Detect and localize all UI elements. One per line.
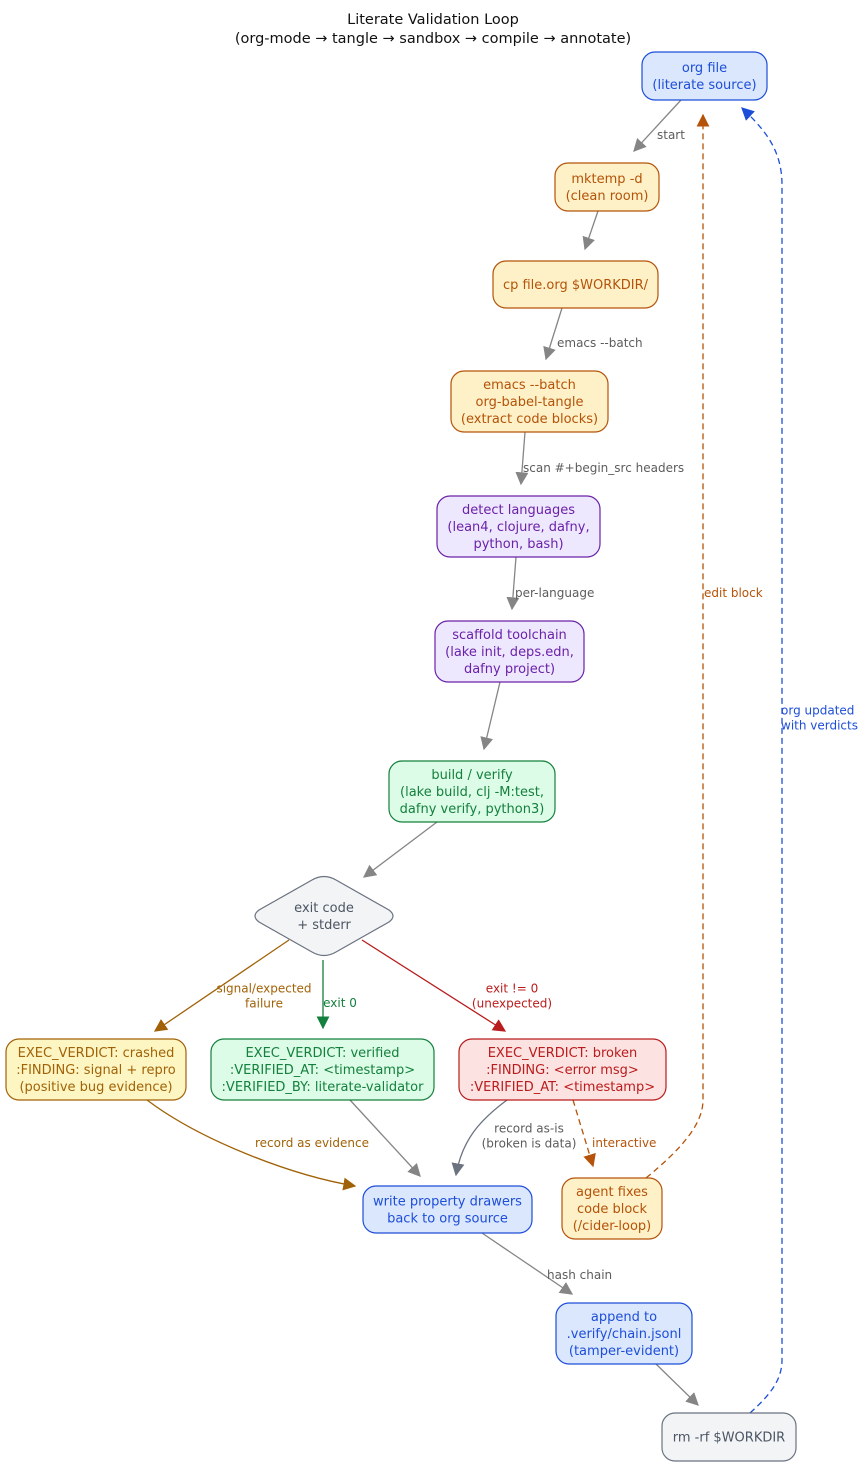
edge-scaffold-to-build	[480, 681, 501, 751]
edge-broken-to-write-drawers	[451, 1099, 508, 1177]
node-build-line-1: build / verify	[431, 768, 513, 783]
edge-label-e-det-scaf: per-language	[515, 586, 594, 600]
edge-cp-to-emacs	[543, 307, 563, 361]
node-emacs-line-1: emacs --batch	[483, 378, 576, 393]
edge-mktemp-to-cp	[582, 210, 599, 251]
diagram-title: Literate Validation Loop (org-mode → tan…	[235, 12, 631, 47]
edge-broken-to-agent	[572, 1099, 596, 1168]
node-build-line-2: (lake build, clj -M:test,	[400, 785, 544, 800]
edge-label-e-brk-agent: interactive	[592, 1136, 656, 1150]
node-write-drawers-line-2: back to org source	[387, 1212, 508, 1227]
edge-label-e-ok: exit 0	[323, 996, 357, 1010]
node-org-file-line-1: org file	[682, 61, 727, 76]
node-verified-line-3: :VERIFIED_BY: literate-validator	[222, 1080, 425, 1095]
edge-detect-to-scaffold	[506, 556, 520, 611]
edge-label-e-start: start	[657, 128, 685, 142]
node-append-line-2: .verify/chain.jsonl	[567, 1327, 682, 1342]
title-line-2: (org-mode → tangle → sandbox → compile →…	[235, 31, 631, 47]
node-scaffold-line-1: scaffold toolchain	[452, 628, 567, 643]
node-mktemp: mktemp -d (clean room)	[554, 162, 660, 212]
title-line-1: Literate Validation Loop	[347, 12, 519, 28]
node-emacs-line-2: org-babel-tangle	[476, 395, 584, 410]
node-build: build / verify (lake build, clj -M:test, d…	[388, 760, 556, 823]
node-broken-line-1: EXEC_VERDICT: broken	[488, 1046, 638, 1061]
node-append: append to .verify/chain.jsonl (tamper-evid…	[555, 1302, 693, 1365]
node-broken-line-2: :FINDING: <error msg>	[486, 1063, 639, 1078]
node-crashed-line-2: :FINDING: signal + repro	[16, 1063, 176, 1078]
edge-label-e-w-append: hash chain	[547, 1268, 612, 1282]
node-scaffold-line-2: (lake init, deps.edn,	[445, 645, 574, 660]
node-org-file: org file (literate source)	[641, 51, 768, 101]
node-crashed: EXEC_VERDICT: crashed :FINDING: signal + …	[5, 1038, 187, 1101]
node-cp: cp file.org $WORKDIR/	[492, 260, 659, 309]
edge-emacs-to-detect	[515, 431, 529, 486]
node-detect: detect languages (lean4, clojure, dafny, p…	[436, 495, 601, 558]
edge-label-e-agent-org: edit block	[704, 586, 763, 600]
edge-build-to-exitcode	[362, 821, 438, 878]
edge-exitcode-to-broken	[361, 939, 507, 1032]
node-agent-line-1: agent fixes	[576, 1185, 648, 1200]
node-append-line-1: append to	[591, 1310, 657, 1325]
node-verified-line-1: EXEC_VERDICT: verified	[245, 1046, 399, 1061]
node-agent-line-3: (/cider-loop)	[573, 1219, 652, 1234]
edge-rm-to-org-file	[741, 107, 783, 1414]
node-agent: agent fixes code block (/cider-loop)	[561, 1177, 663, 1240]
node-mktemp-line-1: mktemp -d	[571, 172, 642, 187]
node-append-line-3: (tamper-evident)	[569, 1344, 679, 1359]
edge-exitcode-to-crashed	[153, 939, 290, 1032]
edge-label-e-broken: exit != 0(unexpected)	[472, 982, 552, 1011]
node-detect-line-1: detect languages	[462, 503, 575, 518]
edge-crashed-to-write-drawers	[146, 1099, 357, 1191]
node-rm-line-1: rm -rf $WORKDIR	[673, 1431, 785, 1446]
node-emacs-line-3: (extract code blocks)	[461, 412, 598, 427]
node-write-drawers-line-1: write property drawers	[373, 1195, 522, 1210]
edges-layer	[146, 99, 783, 1414]
node-emacs: emacs --batch org-babel-tangle (extract co…	[450, 370, 609, 433]
node-verified: EXEC_VERDICT: verified :VERIFIED_AT: <tim…	[210, 1038, 435, 1101]
node-mktemp-line-2: (clean room)	[566, 189, 649, 204]
node-exitcode-line-2: + stderr	[297, 918, 351, 933]
edge-org-file-to-mktemp	[633, 99, 682, 152]
node-broken: EXEC_VERDICT: broken :FINDING: <error msg…	[458, 1038, 667, 1101]
edge-label-e-emacs-det: scan #+begin_src headers	[523, 461, 684, 475]
node-crashed-line-3: (positive bug evidence)	[19, 1080, 172, 1095]
node-org-file-line-2: (literate source)	[652, 78, 756, 93]
node-crashed-line-1: EXEC_VERDICT: crashed	[18, 1046, 175, 1061]
edge-labels-layer: start emacs --batch scan #+begin_src heade…	[216, 128, 858, 1282]
node-rm: rm -rf $WORKDIR	[661, 1412, 797, 1462]
edge-append-to-rm	[655, 1363, 699, 1406]
nodes-layer: org file (literate source) mktemp -d (clean…	[5, 51, 797, 1462]
node-exitcode-line-1: exit code	[294, 901, 354, 916]
edge-verified-to-write-drawers	[349, 1099, 421, 1177]
node-scaffold-line-3: dafny project)	[464, 662, 555, 677]
node-detect-line-2: (lean4, clojure, dafny,	[447, 520, 589, 535]
edge-label-e-brk-w: record as-is(broken is data)	[482, 1122, 577, 1151]
edge-write-drawers-to-append	[481, 1232, 574, 1295]
edge-agent-to-org-file	[645, 113, 710, 1179]
edge-label-e-crash-w: record as evidence	[255, 1136, 369, 1150]
node-detect-line-3: python, bash)	[473, 537, 563, 552]
node-build-line-3: dafny verify, python3)	[400, 802, 545, 817]
node-verified-line-2: :VERIFIED_AT: <timestamp>	[230, 1063, 415, 1078]
node-cp-line-1: cp file.org $WORKDIR/	[503, 278, 649, 293]
node-agent-line-2: code block	[577, 1202, 647, 1217]
node-exitcode: exit code + stderr	[254, 875, 394, 957]
node-write-drawers: write property drawers back to org source	[362, 1185, 533, 1234]
edge-label-e-cp-emacs: emacs --batch	[557, 336, 643, 350]
node-broken-line-3: :VERIFIED_AT: <timestamp>	[470, 1080, 655, 1095]
node-scaffold: scaffold toolchain (lake init, deps.edn, d…	[434, 620, 585, 683]
